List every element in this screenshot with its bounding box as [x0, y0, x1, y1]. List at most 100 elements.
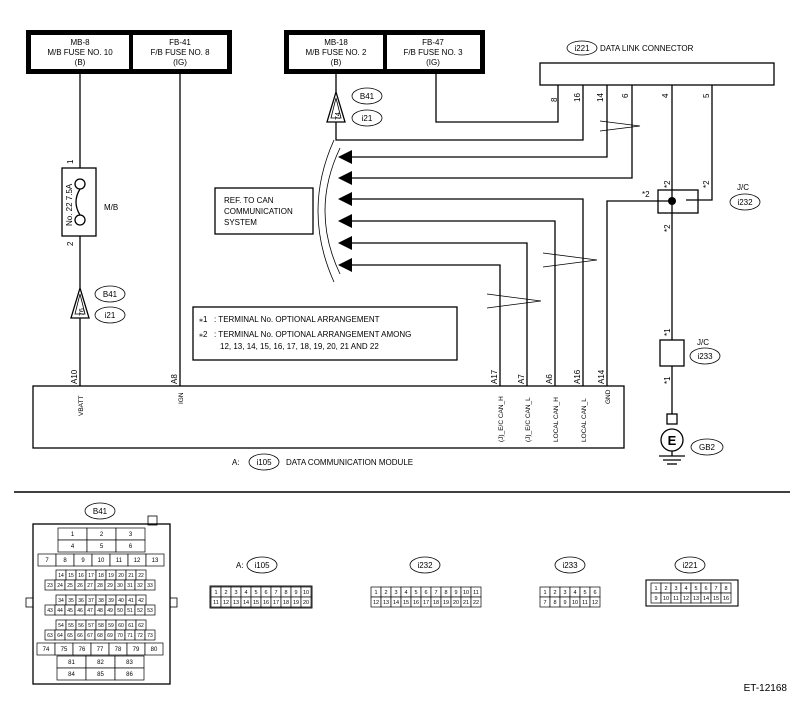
connector-pin-number: 11	[673, 596, 679, 602]
connector-pin-number: 6	[593, 590, 596, 596]
joint-left-conn2: i21	[105, 311, 116, 320]
data-link-connector: i221 DATA LINK CONNECTOR 8 16 14 6 4 5	[539, 40, 775, 102]
connector-pin-number: 11	[473, 590, 479, 596]
connector-pin-number: 12	[223, 600, 229, 606]
connector-pin-number: 18	[98, 573, 104, 579]
connector-pin-number: 9	[81, 558, 85, 564]
connector-pin-number: 17	[423, 600, 429, 606]
connector-pin-number: 10	[98, 558, 105, 564]
ground-letter: E	[668, 433, 677, 448]
connector-pin-number: 15	[403, 600, 409, 606]
mb-fuse-rating: No. 22 7.5A	[65, 183, 74, 226]
connector-pin-number: 24	[57, 583, 63, 589]
connector-pin-number: 60	[118, 623, 124, 629]
i105-id: i105	[254, 561, 270, 570]
data-communication-module: A: i105 DATA COMMUNICATION MODULE A10 VB…	[32, 369, 625, 471]
connector-pin-number: 53	[147, 608, 153, 614]
connector-pin-number: 11	[116, 558, 123, 564]
connector-pin-number: 26	[77, 583, 83, 589]
connector-pin-number: 66	[77, 633, 83, 639]
connector-pin-number: 10	[663, 596, 669, 602]
jc-star2-top: *2	[663, 180, 672, 188]
connector-pin-number: 6	[264, 590, 267, 596]
module-signal: GND	[605, 389, 612, 404]
module-signal: IGN	[178, 392, 185, 404]
dlc-pin-label: 4	[661, 93, 670, 98]
connector-pin-number: 57	[88, 623, 94, 629]
ground-symbol: E GB2	[659, 413, 724, 465]
connector-pin-number: 23	[47, 583, 53, 589]
connector-pin-number: 73	[147, 633, 153, 639]
connector-pin-number: 12	[592, 600, 598, 606]
junction-labels: J/C i232 J/C i233 *2 *2 *2 *2 *1 *1	[642, 180, 761, 384]
connector-pin-number: 18	[433, 600, 439, 606]
connector-pin-number: 40	[118, 598, 124, 604]
connector-pin-number: 20	[303, 600, 309, 606]
connector-pin-number: 21	[463, 600, 469, 606]
connector-pin-number: 2	[384, 590, 387, 596]
module-pin: A17	[490, 369, 499, 384]
fuse-fb47-circuit: (IG)	[426, 58, 440, 67]
module-name: DATA COMMUNICATION MODULE	[286, 458, 413, 467]
connector-pin-number: 10	[303, 590, 309, 596]
can-reference-box: REF. TO CAN COMMUNICATION SYSTEM	[214, 187, 314, 235]
connector-pin-number: 69	[107, 633, 113, 639]
connector-pin-number: 41	[128, 598, 134, 604]
connector-pin-number: 3	[674, 586, 677, 592]
connector-pin-number: 55	[68, 623, 74, 629]
jc2-conn: i233	[697, 352, 713, 361]
connector-pin-number: 18	[283, 600, 289, 606]
connector-pin-number: 50	[117, 608, 123, 614]
mb-fuse-label: M/B	[104, 203, 118, 212]
connector-pin-number: 51	[127, 608, 133, 614]
connector-pin-number: 16	[413, 600, 419, 606]
joint-right-conn: B41	[360, 92, 375, 101]
connector-pin-number: 19	[108, 573, 114, 579]
connector-pin-number: 44	[57, 608, 63, 614]
i221-id: i221	[682, 561, 698, 570]
dlc-label: DATA LINK CONNECTOR	[600, 44, 694, 53]
connector-pin-number: 77	[97, 647, 104, 653]
connector-pin-number: 8	[284, 590, 287, 596]
connector-pin-number: 9	[294, 590, 297, 596]
connector-pin-number: 3	[129, 532, 133, 538]
module-signal: VBATT	[78, 396, 85, 416]
connector-pin-number: 82	[97, 660, 104, 666]
connector-pin-number: 9	[654, 596, 657, 602]
connector-pin-number: 9	[563, 600, 566, 606]
connector-pin-number: 14	[58, 573, 64, 579]
connector-pin-cell	[144, 604, 156, 616]
connector-pin-number: 16	[723, 596, 729, 602]
connector-pin-number: 19	[443, 600, 449, 606]
connector-pin-number: 67	[87, 633, 93, 639]
connector-pin-number: 10	[572, 600, 578, 606]
connector-pin-number: 4	[404, 590, 407, 596]
connector-pin-number: 8	[444, 590, 447, 596]
connector-pin-number: 31	[127, 583, 133, 589]
connector-pin-number: 34	[58, 598, 64, 604]
connector-pin-number: 12	[373, 600, 379, 606]
fuse-mb18-name: M/B FUSE NO. 2	[306, 48, 367, 57]
connector-pin-number: 10	[463, 590, 469, 596]
connector-pin-number: 81	[68, 660, 75, 666]
connector-pin-number: 86	[126, 672, 133, 678]
connector-pin-number: 4	[573, 590, 576, 596]
connector-pin-number: 7	[714, 586, 717, 592]
connector-pin-number: 28	[97, 583, 103, 589]
connector-pin-number: 75	[61, 647, 68, 653]
jc1-conn: i232	[737, 198, 753, 207]
connector-pin-number: 11	[213, 600, 219, 606]
module-pin: A10	[70, 369, 79, 384]
connector-pin-number: 12	[683, 596, 689, 602]
joint-left-pin: 76	[79, 308, 86, 316]
connector-pin-number: 1	[214, 590, 217, 596]
connector-pin-number: 42	[138, 598, 144, 604]
module-pin: A6	[545, 374, 554, 384]
jc1-label: J/C	[737, 183, 749, 192]
connector-pin-number: 8	[553, 600, 556, 606]
fuse-fb47-name: F/B FUSE NO. 3	[403, 48, 463, 57]
connector-pin-number: 32	[137, 583, 143, 589]
joint-right-conn2: i21	[362, 114, 373, 123]
